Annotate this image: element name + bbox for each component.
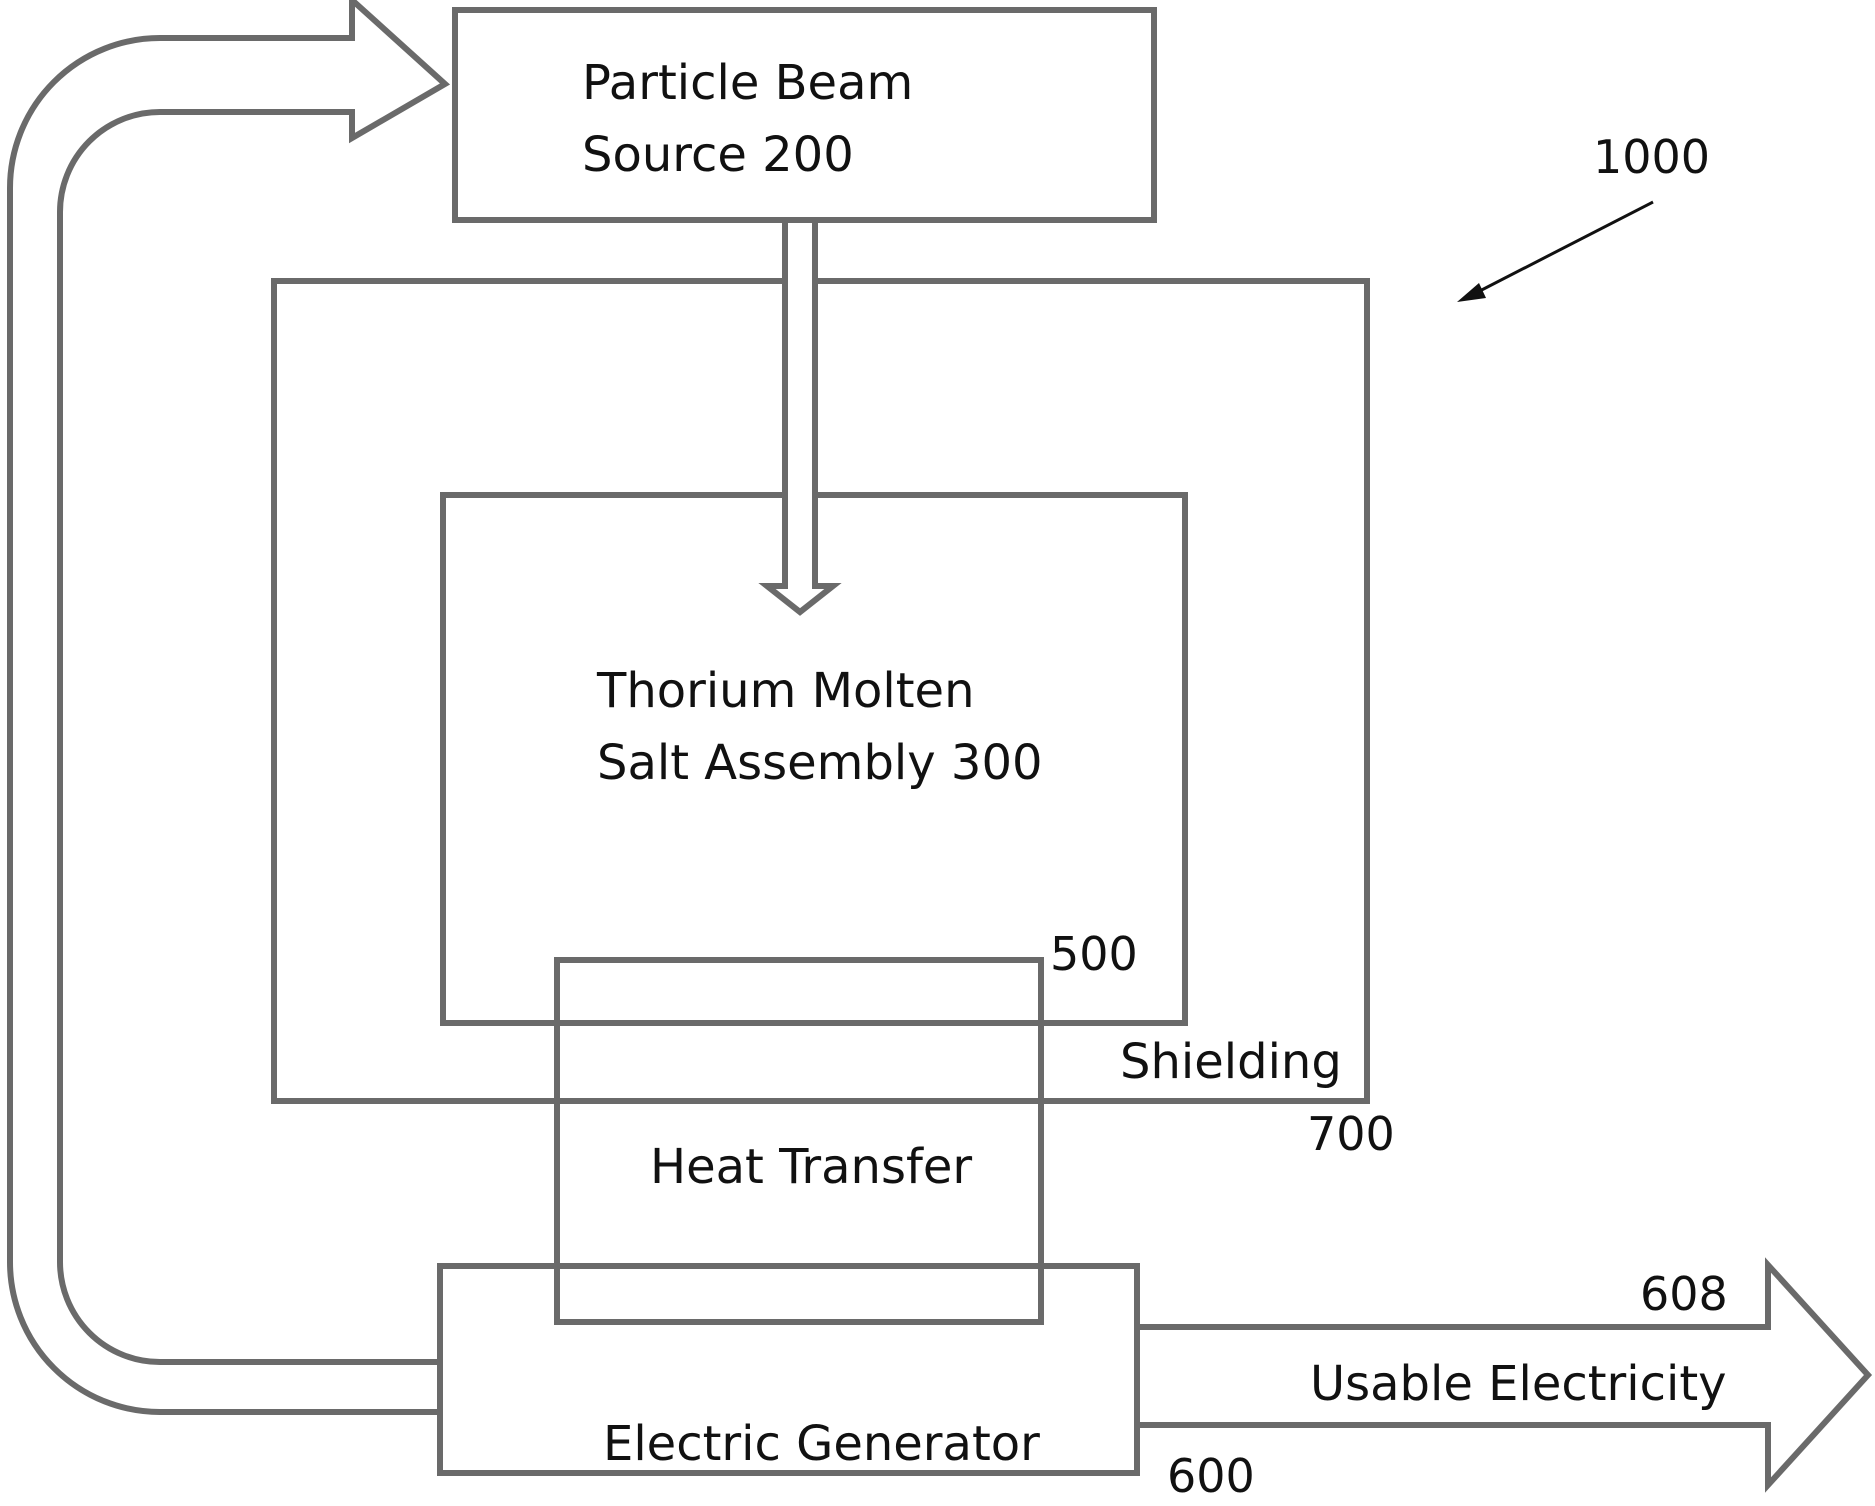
feedback-loop-arrow — [10, 0, 445, 1412]
particle-beam-source-box — [455, 10, 1154, 220]
heat-transfer-label: Heat Transfer — [650, 1139, 972, 1195]
shielding-label: Shielding — [1120, 1034, 1342, 1090]
usable-electricity-label: Usable Electricity — [1310, 1356, 1727, 1412]
thorium-assembly-label-line2: Salt Assembly 300 — [597, 735, 1043, 791]
shielding-ref: 700 — [1307, 1107, 1395, 1161]
system-pointer-arrowhead — [1457, 283, 1486, 302]
heat-transfer-ref: 500 — [1050, 927, 1138, 981]
particle-beam-source-label-line2: Source 200 — [582, 127, 854, 183]
thorium-assembly-label-line1: Thorium Molten — [596, 663, 975, 719]
system-ref: 1000 — [1593, 130, 1710, 184]
particle-beam-source-label-line1: Particle Beam — [582, 55, 913, 111]
electric-generator-ref: 600 — [1167, 1449, 1255, 1503]
usable-electricity-ref: 608 — [1640, 1267, 1728, 1321]
electric-generator-label: Electric Generator — [603, 1416, 1040, 1472]
system-pointer-line — [1470, 202, 1653, 296]
